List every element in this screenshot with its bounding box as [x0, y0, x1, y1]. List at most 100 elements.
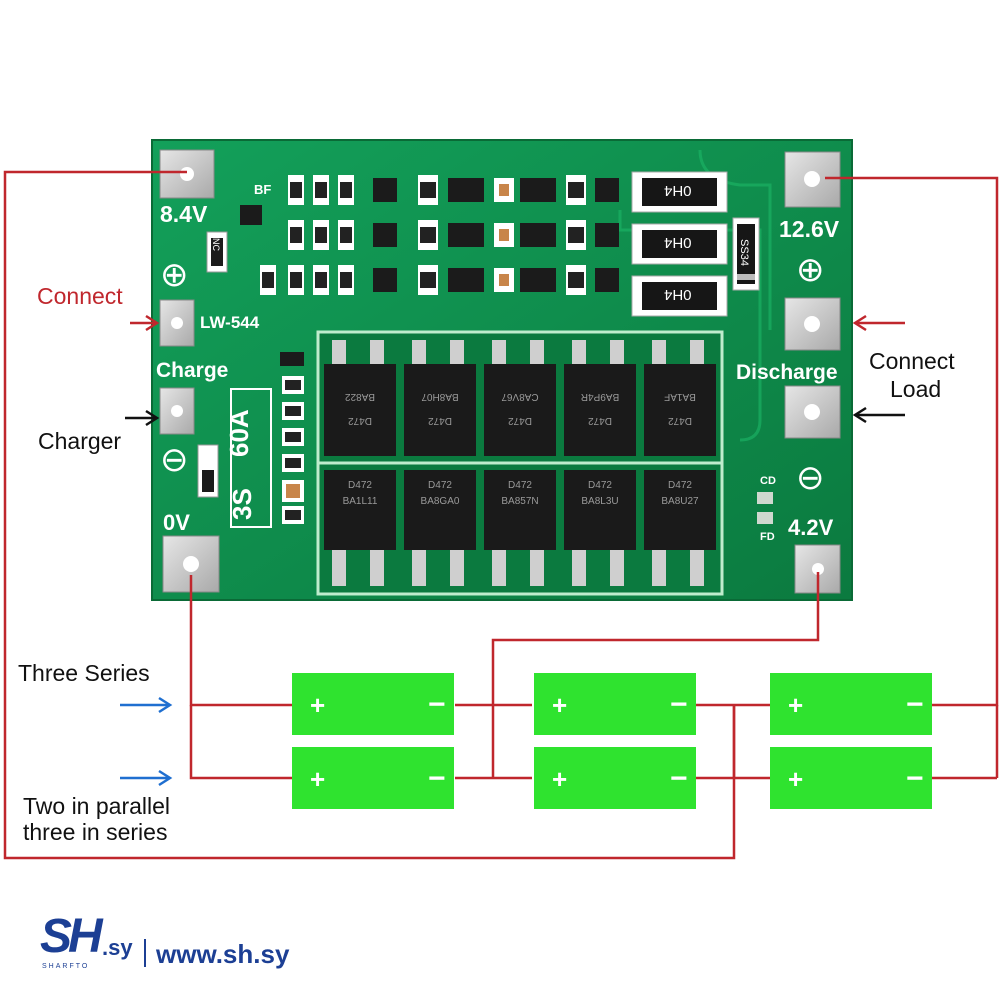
label-model: LW-544: [200, 313, 260, 332]
brand-separator: [144, 939, 146, 967]
battery-minus: −: [906, 688, 924, 721]
plus-symbol-right: ⊕: [796, 251, 825, 289]
pad-discharge-plus-hole: [804, 316, 820, 332]
label-shunt-2: 0H4: [664, 234, 692, 251]
label-nc-bottom: NC: [202, 450, 212, 463]
mosfet-part: D472: [588, 415, 612, 426]
label-three-series: Three Series: [18, 660, 150, 686]
label-shunt-3: 0H4: [664, 286, 692, 303]
label-cd: CD: [760, 475, 776, 487]
battery-cell: +−: [534, 747, 696, 809]
label-charger: Charger: [38, 428, 122, 454]
label-connect-load-2: Load: [890, 376, 942, 402]
mosfet-part: D472: [588, 480, 612, 491]
label-fd: FD: [760, 531, 775, 543]
mosfet-part: D472: [508, 415, 532, 426]
brand-logo-suffix: .sy: [102, 935, 133, 960]
mosfet-part: D472: [348, 480, 372, 491]
mosfet: BA8L3U D472: [564, 470, 636, 586]
mosfet-code: BA1L11: [343, 496, 378, 507]
mosfet-part: D472: [668, 480, 692, 491]
label-bf: BF: [254, 182, 272, 197]
blue-arrows: [120, 696, 173, 787]
battery-cell: +−: [770, 673, 932, 735]
mosfet: BA8GA0 D472: [404, 470, 476, 586]
mosfet-part: D472: [668, 415, 692, 426]
wiring: [3, 170, 999, 860]
battery-pack: +−+−+−+−+−+−: [292, 673, 932, 809]
mosfet: BA857N D472: [484, 470, 556, 586]
mosfet-code: BA822: [345, 391, 375, 402]
mosfet-array: BA822D472BA8H07D472CA8V67D472BA9P4RD472B…: [324, 340, 716, 586]
label-connect-load-1: Connect: [869, 348, 955, 374]
pad-4v2-hole: [812, 563, 824, 575]
mosfet: BA1L11 D472: [324, 470, 396, 586]
black-arrows: [125, 406, 905, 427]
label-4v2: 4.2V: [788, 515, 834, 540]
mosfet-code: BA8U27: [661, 496, 699, 507]
battery-plus: +: [310, 690, 325, 720]
battery-cell: +−: [534, 673, 696, 735]
battery-plus: +: [788, 690, 803, 720]
pad-discharge-minus-hole: [804, 404, 820, 420]
label-diode: SS34: [737, 239, 750, 266]
label-12v6: 12.6V: [779, 216, 840, 242]
pad-12v6-hole: [804, 171, 820, 187]
battery-plus: +: [788, 764, 803, 794]
minus-symbol-right: ⊖: [796, 459, 825, 497]
mosfet-code: CA8V67: [501, 391, 539, 402]
label-nc-top: NC: [211, 238, 221, 251]
battery-plus: +: [310, 764, 325, 794]
label-shunt-1: 0H4: [664, 182, 692, 199]
label-charge: Charge: [156, 359, 229, 382]
mosfet-code: BA857N: [501, 496, 538, 507]
pad-charge-minus-hole: [171, 405, 183, 417]
smd-components: [197, 175, 773, 524]
battery-plus: +: [552, 690, 567, 720]
pad-charge-plus-hole: [171, 317, 183, 329]
pad-0v-hole: [183, 556, 199, 572]
mosfet: BA9P4R D472: [564, 340, 636, 456]
mosfet-part: D472: [428, 480, 452, 491]
battery-cell: +−: [770, 747, 932, 809]
mosfet-code: BA1AF: [664, 391, 696, 402]
mosfet-part: D472: [348, 415, 372, 426]
brand-logo: SH: [40, 910, 103, 963]
battery-cell: +−: [292, 673, 454, 735]
pad-8v4-hole: [180, 167, 194, 181]
plus-symbol-left: ⊕: [160, 256, 189, 294]
mosfet-code: BA9P4R: [581, 391, 619, 402]
label-config: 3S: [227, 488, 257, 520]
battery-plus: +: [552, 764, 567, 794]
wire-4v2: [491, 572, 820, 778]
label-discharge: Discharge: [736, 361, 838, 384]
battery-minus: −: [670, 762, 688, 795]
label-rating: 60A: [224, 409, 254, 457]
mosfet-part: D472: [428, 415, 452, 426]
battery-minus: −: [670, 688, 688, 721]
mosfet: BA1AF D472: [644, 340, 716, 456]
rating-box: [230, 388, 272, 528]
label-0v: 0V: [163, 510, 190, 535]
label-two-parallel: Two in parallel: [23, 793, 171, 819]
wire-8v4: [3, 170, 736, 860]
label-three-in-series: three in series: [23, 819, 168, 845]
wire-12v6: [825, 176, 999, 707]
battery-minus: −: [428, 762, 446, 795]
brand-logo-sub: SHARFTO: [42, 963, 90, 970]
label-8v4: 8.4V: [160, 201, 208, 227]
website-link[interactable]: www.sh.sy: [156, 939, 290, 969]
label-connect: Connect: [37, 283, 123, 309]
mosfet-code: BA8GA0: [421, 496, 460, 507]
mosfet-code: BA8L3U: [581, 496, 618, 507]
mosfet-code: BA8H07: [421, 391, 459, 402]
battery-minus: −: [428, 688, 446, 721]
battery-minus: −: [906, 762, 924, 795]
mosfet: BA8U27 D472: [644, 470, 716, 586]
mosfet-part: D472: [508, 480, 532, 491]
